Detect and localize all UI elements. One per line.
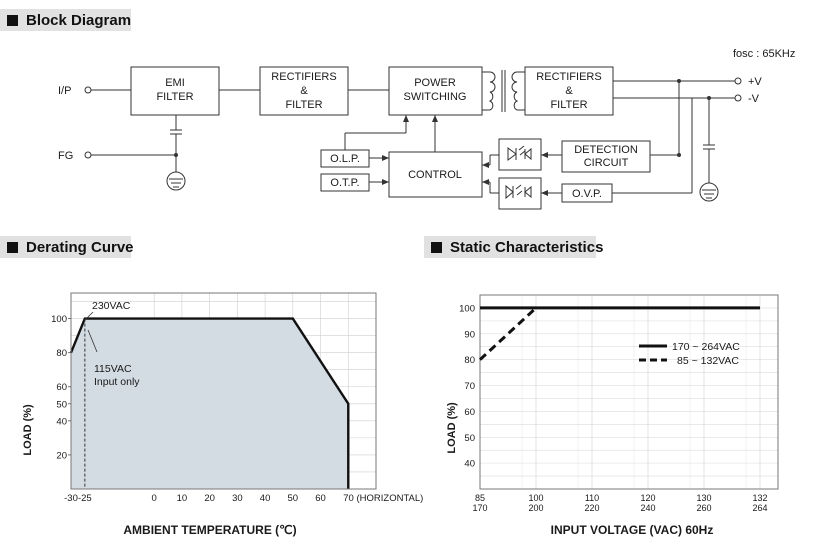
- rectifiers-filter-label-1: FILTER: [285, 99, 322, 111]
- static-characteristics-header: Static Characteristics: [424, 236, 603, 258]
- rectifiers-filter-label-2: FILTER: [550, 99, 587, 111]
- static-x-tick-label-bottom: 200: [528, 503, 543, 513]
- detection-label-2: CIRCUIT: [584, 157, 629, 169]
- static-x-tick-label-top: 130: [696, 493, 711, 503]
- annotation-230vac: 230VAC: [92, 300, 131, 312]
- derating-curve-title: Derating Curve: [26, 238, 134, 256]
- derating-curve-header: Derating Curve: [0, 236, 134, 258]
- static-x-tick-label-top: 85: [475, 493, 485, 503]
- static-y-tick-label: 60: [464, 407, 475, 418]
- header-square-icon: [7, 241, 18, 253]
- static-x-tick-label-bottom: 170: [472, 503, 487, 513]
- static-x-tick-label-bottom: 260: [696, 503, 711, 513]
- output-negative-terminal-icon: [734, 94, 742, 102]
- legend-170-264vac: 170 ~ 264VAC: [672, 341, 740, 353]
- fg-label: FG: [58, 150, 73, 162]
- output-positive-terminal-icon: [734, 77, 742, 85]
- static-y-tick-label: 100: [459, 303, 475, 314]
- derating-y-tick-label: 80: [56, 348, 67, 359]
- rectifiers-amp-1: &: [300, 85, 308, 97]
- ovp-label: O.V.P.: [572, 188, 602, 200]
- static-characteristics-title: Static Characteristics: [450, 238, 604, 256]
- output-negative-label: -V: [748, 93, 760, 105]
- transformer-icon: [482, 70, 525, 112]
- emi-filter-block: [130, 66, 220, 116]
- derating-y-tick-label: 50: [56, 399, 67, 410]
- power-switching-label-1: POWER: [414, 77, 456, 89]
- derating-x-axis-label: AMBIENT TEMPERATURE (℃): [123, 523, 296, 537]
- static-y-tick-label: 80: [464, 355, 475, 366]
- derating-x-tick-label: 30: [232, 493, 243, 504]
- derating-x-tick-label: 10: [177, 493, 188, 504]
- rectifiers-label-2: RECTIFIERS: [536, 71, 601, 83]
- output-positive-label: +V: [748, 76, 762, 88]
- derating-x-tick-label: 50: [288, 493, 299, 504]
- static-x-tick-label-top: 132: [752, 493, 767, 503]
- power-switching-label-2: SWITCHING: [404, 91, 467, 103]
- annotation-input-only: Input only: [94, 376, 140, 388]
- control-label: CONTROL: [408, 169, 462, 181]
- static-y-tick-label: 90: [464, 329, 475, 340]
- static-x-axis-label: INPUT VOLTAGE (VAC) 60Hz: [551, 523, 714, 537]
- header-square-icon: [431, 241, 442, 253]
- derating-y-tick-label: 40: [56, 416, 67, 427]
- otp-label: O.T.P.: [330, 177, 359, 189]
- derating-x-tick-label: -25: [78, 493, 92, 504]
- derating-plot-frame: [70, 292, 377, 490]
- static-x-tick-label-top: 120: [640, 493, 655, 503]
- derating-x-tick-label: 60: [315, 493, 326, 504]
- fg-ground-icon: [166, 171, 186, 191]
- static-x-tick-label-bottom: 264: [752, 503, 767, 513]
- static-y-tick-label: 70: [464, 381, 475, 392]
- derating-x-tick-label: 20: [204, 493, 215, 504]
- derating-y-tick-label: 20: [56, 450, 67, 461]
- annotation-115vac: 115VAC: [94, 363, 132, 375]
- rectifiers-filter-block-2: [524, 66, 614, 116]
- fosc-label: fosc : 65KHz: [733, 48, 795, 60]
- rectifiers-amp-2: &: [565, 85, 573, 97]
- header-square-icon: [7, 14, 18, 26]
- derating-shaded-area: [71, 318, 349, 489]
- output-ground-icon: [699, 144, 719, 202]
- static-plot-frame: [479, 294, 779, 490]
- emi-filter-label-1: EMI: [165, 77, 185, 89]
- emi-filter-label-2: FILTER: [156, 91, 193, 103]
- derating-x-tick-label: 0: [152, 493, 157, 504]
- static-x-tick-label-top: 110: [585, 493, 599, 503]
- detection-circuit-block: [561, 140, 651, 173]
- static-x-tick-label-bottom: 220: [584, 503, 599, 513]
- rectifiers-filter-block-1: [259, 66, 349, 116]
- static-y-tick-label: 50: [464, 433, 475, 444]
- derating-y-axis-label: LOAD (%): [22, 404, 34, 456]
- legend-85-132vac: 85 ~ 132VAC: [677, 355, 739, 367]
- derating-y-tick-label: 60: [56, 382, 67, 393]
- derating-y-tick-label: 100: [51, 314, 67, 325]
- static-legend: 170 ~ 264VAC 85 ~ 132VAC: [639, 341, 740, 367]
- block-diagram-title: Block Diagram: [26, 11, 132, 29]
- derating-x-tick-label: 70 (HORIZONTAL): [343, 493, 423, 504]
- optocoupler-top-icon: [498, 138, 542, 171]
- derating-curve-line: [69, 317, 350, 489]
- block-diagram: fosc : 65KHz I/P EMI FILTER RECTIFIERS &…: [58, 48, 795, 210]
- derating-x-tick-label: 40: [260, 493, 271, 504]
- static-y-axis-label: LOAD (%): [446, 402, 458, 454]
- detection-label-1: DETECTION: [574, 144, 638, 156]
- input-label: I/P: [58, 85, 71, 97]
- static-y-tick-label: 40: [464, 459, 475, 470]
- derating-x-tick-label: -30: [64, 493, 78, 504]
- static-x-tick-label-bottom: 240: [640, 503, 655, 513]
- rectifiers-label-1: RECTIFIERS: [271, 71, 336, 83]
- olp-label: O.L.P.: [330, 153, 360, 165]
- block-diagram-header: Block Diagram: [0, 9, 131, 31]
- static-x-tick-label-top: 100: [528, 493, 543, 503]
